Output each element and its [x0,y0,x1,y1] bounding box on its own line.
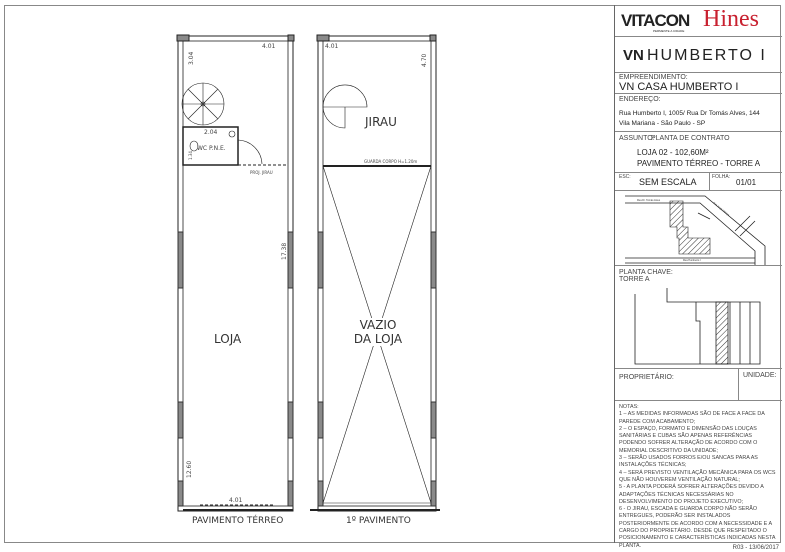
first-floor-plan [310,34,440,512]
torre-label: TORRE A [619,276,650,283]
unit-floor: PAVIMENTO TÉRREO - TORRE A [637,159,761,168]
note-1: 1 – AS MEDIDAS INFORMADAS SÃO DE FACE A … [619,411,765,425]
room-label-loja: LOJA [214,332,242,346]
dim-wc-side: 1.34 [188,151,193,160]
logo-row: VITACON PERMENTE A CIDADE Hines [615,5,782,37]
empreendimento-value: VN CASA HUMBERTO I [619,81,739,93]
spiral-stair [181,82,225,126]
folha-label: FOLHA: [712,174,731,180]
title-block: VITACON PERMENTE A CIDADE Hines VN HUMBE… [614,5,782,549]
floor-plans: 4.01 3.04 2.04 1.34 WC P.N.E. PROJ. JIRA… [176,34,440,526]
scale-row: ESC: SEM ESCALA FOLHA: 01/01 [615,173,782,191]
sheet-frame [4,5,781,543]
endereco-line-1: Rua Humberto I, 1005/ Rua Dr Tomás Alves… [619,110,760,117]
esc-label: ESC: [619,174,631,180]
folha-value: 01/01 [736,178,757,187]
proprietario-label: PROPRIETÁRIO: [619,374,674,381]
empreendimento-label: EMPREENDIMENTO: [619,74,688,81]
location-map: Rua Dr. Tomás Alves Rua Jorge Tibiriçá R… [615,191,782,266]
dim-top-first: 4.01 [325,43,339,50]
guard-rail-label: GUARDA CORPO H=1.20m [364,159,417,164]
proj-jirau-label: PROJ. JIRAU [250,170,273,175]
notas-label: NOTAS: [619,404,639,410]
street-jorge-tibirica: Rua Jorge Tibiriçá [712,201,730,217]
note-5: 5 - A PLANTA PODERÁ SOFRER ALTERAÇÕES DE… [619,484,764,505]
empreendimento-row: EMPREENDIMENTO: VN CASA HUMBERTO I [615,73,782,94]
wc-label: WC P.N.E. [197,145,226,152]
note-6: 6 - O JIRAU, ESCADA E GUARDA CORPO NÃO S… [619,506,776,549]
humberto-logo: HUMBERTO I [647,47,767,64]
assunto-value: PLANTA DE CONTRATO [651,135,730,142]
owner-row: PROPRIETÁRIO: UNIDADE: [615,369,782,401]
endereco-row: ENDEREÇO: Rua Humberto I, 1005/ Rua Dr T… [615,94,782,132]
planta-chave-label: PLANTA CHAVE: [619,269,673,276]
unidade-label: UNIDADE: [743,372,777,379]
note-3: 3 – SERÃO USADOS FORROS E/OU SANCAS PARA… [619,455,758,469]
assunto-row: ASSUNTO: PLANTA DE CONTRATO LOJA 02 - 10… [615,132,782,173]
endereco-label: ENDEREÇO: [619,96,661,103]
dim-bottom-side: 12.60 [186,461,193,478]
note-4: 4 – SERÁ PREVISTO VENTILAÇÃO MECÂNICA PA… [619,469,776,483]
endereco-line-2: Vila Mariana - São Paulo - SP [619,120,706,127]
vn-logo: VN [623,47,644,64]
location-map-drawing: Rua Dr. Tomás Alves Rua Jorge Tibiriçá R… [625,195,766,265]
key-plan: PLANTA CHAVE: TORRE A [615,266,782,369]
assunto-label: ASSUNTO: [619,135,655,142]
ground-floor-title: PAVIMENTO TÉRREO [192,514,283,526]
dim-side: 17.38 [281,243,288,260]
esc-value: SEM ESCALA [639,177,697,187]
dim-left-top: 3.04 [188,51,195,65]
vitacon-logo: VITACON [621,11,690,30]
dim-wc: 2.04 [204,129,218,136]
room-label-void: VAZIO DA LOJA [350,318,406,346]
vitacon-tagline: PERMENTE A CIDADE [653,29,685,33]
project-logo-row: VN HUMBERTO I [615,37,782,73]
revision: R03 - 13/06/2017 [732,545,779,551]
dim-top: 4.01 [262,43,276,50]
hines-logo: Hines [703,6,759,32]
dim-right-top: 4.70 [421,53,428,67]
key-plan-drawing [634,288,761,365]
dim-bottom: 4.01 [229,497,243,504]
windows [177,231,294,507]
ground-floor-plan [176,34,295,512]
street-humberto: Rua Humberto I [683,259,701,262]
room-label-jirau: JIRAU [364,115,397,129]
street-tomas-alves: Rua Dr. Tomás Alves [637,199,661,202]
unit-area: LOJA 02 - 102,60M² [637,148,709,157]
notes: NOTAS: 1 – AS MEDIDAS INFORMADAS SÃO DE … [615,401,782,549]
first-floor-title: 1º PAVIMENTO [346,516,411,526]
note-2: 2 – O ESPAÇO, FORMATO E DIMENSÃO DAS LOU… [619,425,758,454]
